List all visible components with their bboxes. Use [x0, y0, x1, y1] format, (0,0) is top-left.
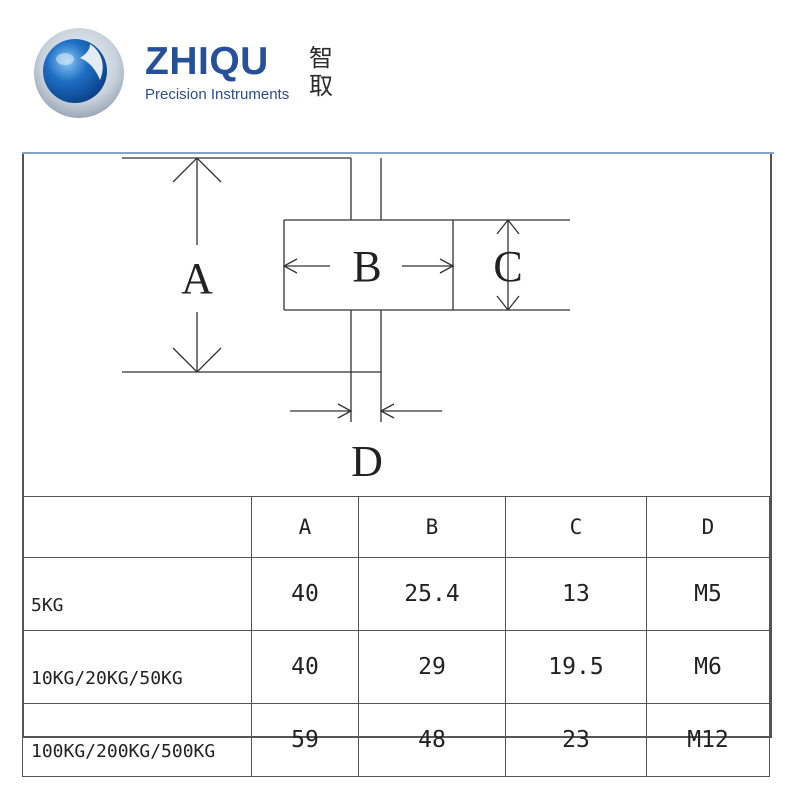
- dimension-label-c: C: [493, 242, 522, 291]
- row-label: 100KG/200KG/500KG: [22, 703, 252, 777]
- table-cell: M12: [646, 703, 770, 777]
- table-row: 100KG/200KG/500KG 59 48 23 M12: [22, 703, 770, 777]
- table-cell: 23: [505, 703, 647, 777]
- table-cell: 48: [358, 703, 506, 777]
- brand-chinese-name: 智 取: [306, 44, 336, 100]
- table-cell: 25.4: [358, 557, 506, 631]
- brand-cn-char: 智: [309, 44, 333, 72]
- arrowhead: [282, 258, 298, 274]
- table-cell: 40: [251, 630, 359, 704]
- row-label: 5KG: [22, 557, 252, 631]
- arrowhead: [496, 218, 520, 235]
- brand-header: ZHIQU Precision Instruments 智 取: [0, 0, 800, 150]
- spec-table: A B C D 5KG 40 25.4 13 M5 10KG/20KG/50KG…: [22, 496, 770, 777]
- table-header-cell: B: [358, 496, 506, 558]
- table-header-row: A B C D: [22, 496, 770, 558]
- row-label: 10KG/20KG/50KG: [22, 630, 252, 704]
- table-row: 5KG 40 25.4 13 M5: [22, 557, 770, 631]
- table-cell: 59: [251, 703, 359, 777]
- arrowhead: [172, 157, 222, 183]
- table-cell: M6: [646, 630, 770, 704]
- table-cell: 40: [251, 557, 359, 631]
- arrowhead: [439, 258, 455, 274]
- dimension-label-a: A: [181, 254, 213, 303]
- table-cell: 13: [505, 557, 647, 631]
- arrowhead: [496, 295, 520, 312]
- brand-cn-char: 取: [309, 72, 333, 100]
- brand-logo-icon: [34, 28, 124, 118]
- arrowhead: [172, 347, 222, 373]
- brand-name: ZHIQU: [145, 40, 269, 83]
- table-header-cell: [22, 496, 252, 558]
- dimension-label-d: D: [351, 437, 383, 486]
- table-cell: 29: [358, 630, 506, 704]
- dimension-label-b: B: [352, 242, 381, 291]
- arrowhead: [337, 403, 353, 419]
- arrowhead: [379, 403, 395, 419]
- divider: [22, 152, 774, 154]
- brand-tagline: Precision Instruments: [145, 86, 290, 103]
- table-row: 10KG/20KG/50KG 40 29 19.5 M6: [22, 630, 770, 704]
- table-header-cell: C: [505, 496, 647, 558]
- table-cell: 19.5: [505, 630, 647, 704]
- table-cell: M5: [646, 557, 770, 631]
- table-header-cell: D: [646, 496, 770, 558]
- table-header-cell: A: [251, 496, 359, 558]
